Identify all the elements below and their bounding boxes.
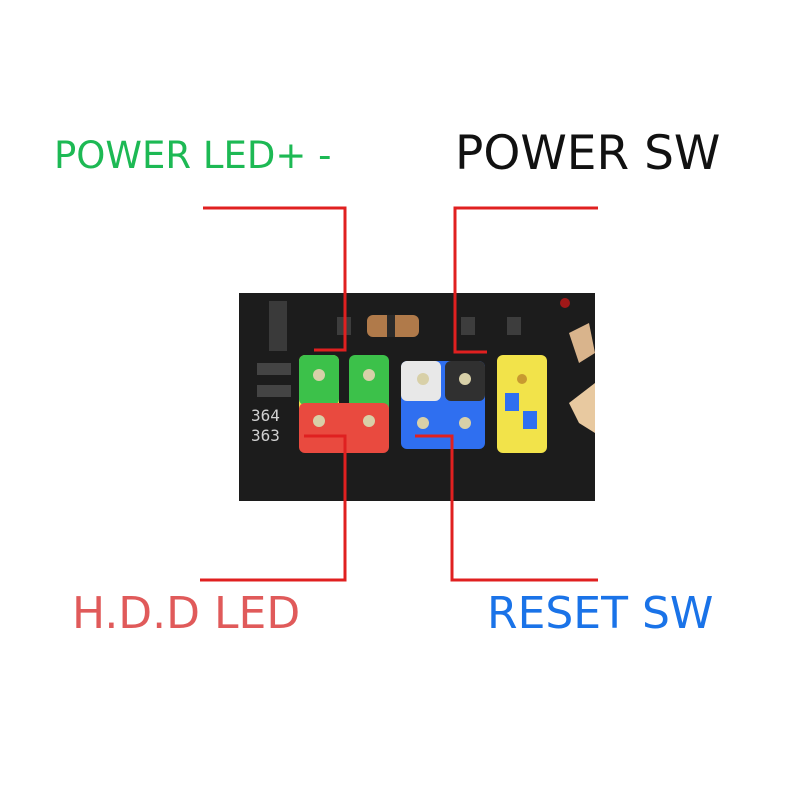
header-pin — [459, 417, 471, 429]
header-pin — [363, 415, 375, 427]
reset-sw-label: RESET SW — [487, 588, 714, 639]
header-pin — [517, 374, 527, 384]
header-pin — [417, 417, 429, 429]
power-led-label: POWER LED+ - — [54, 134, 332, 177]
pcb-component — [269, 301, 287, 351]
pcb-component — [507, 317, 521, 335]
silkscreen-364: 364 — [251, 406, 280, 425]
pcb-component — [337, 317, 351, 335]
pcb-pad — [569, 383, 595, 433]
pcb-component — [257, 363, 291, 375]
diode-band — [387, 315, 395, 337]
hdd-led-label: H.D.D LED — [72, 588, 301, 639]
header-pin — [313, 369, 325, 381]
hdd-led-block — [299, 403, 389, 453]
header-pin — [417, 373, 429, 385]
header-pin — [313, 415, 325, 427]
pcb-component — [257, 385, 291, 397]
header-pin — [363, 369, 375, 381]
silkscreen-363: 363 — [251, 426, 280, 445]
yellow-block-marking — [523, 411, 537, 429]
header-block-yellow — [497, 355, 547, 453]
pcb-via — [560, 298, 570, 308]
power-sw-label: POWER SW — [455, 126, 721, 181]
motherboard-header-photo: 364 363 — [239, 293, 595, 501]
pcb-component — [461, 317, 475, 335]
yellow-block-marking — [505, 393, 519, 411]
header-pin — [459, 373, 471, 385]
